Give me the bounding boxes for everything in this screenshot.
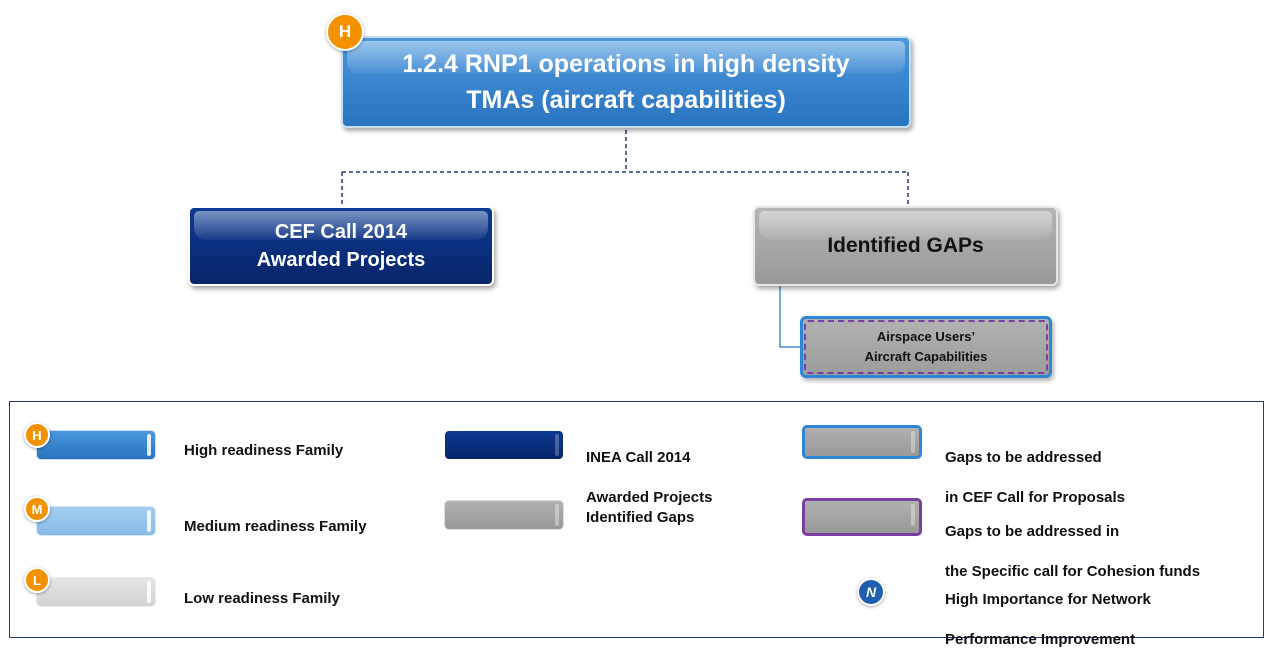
main-title-line1: 1.2.4 RNP1 operations in high density [402,50,850,78]
legend-medium-label: Medium readiness Family [184,518,367,535]
gap-airspace-users[interactable]: Airspace Users’ Aircraft Capabilities [800,316,1052,378]
legend-low-label: Low readiness Family [184,590,340,607]
main-title-line2: TMAs (aircraft capabilities) [466,86,786,114]
legend-identified-swatch [444,500,564,530]
legend-cef-gaps-line2: in CEF Call for Proposals [945,489,1126,506]
high-readiness-badge: H [326,13,364,51]
legend-medium-badge: M [24,496,50,522]
legend-high-swatch [36,430,156,460]
legend-low-badge: L [24,567,50,593]
legend-inea-swatch [444,430,564,460]
legend-panel: H High readiness Family M Medium readine… [9,401,1264,648]
legend-cef-gaps-line1: Gaps to be addressed [945,449,1102,466]
gap-item-line2: Aircraft Capabilities [864,349,988,364]
legend-inea-line1: INEA Call 2014 [586,449,691,466]
legend-cef-gaps-label: Gaps to be addressed in CEF Call for Pro… [945,428,1125,528]
legend-cohesion-gaps-line2: the Specific call for Cohesion funds [945,563,1201,580]
legend-high-badge: H [24,422,50,448]
legend-cohesion-gaps-label: Gaps to be addressed in the Specific cal… [945,502,1200,602]
identified-gaps-node[interactable]: Identified GAPs [753,206,1058,286]
main-family-node[interactable]: 1.2.4 RNP1 operations in high density TM… [341,36,911,128]
legend-cef-gaps-swatch [802,425,922,459]
legend-identified-label: Identified Gaps [586,509,695,526]
legend-network-line1: High Importance for Network [945,591,1151,608]
gaps-node-label: Identified GAPs [827,234,984,257]
network-importance-icon: N [857,578,885,606]
cef-node-line1: CEF Call 2014 [274,221,408,243]
legend-inea-label: INEA Call 2014 Awarded Projects [586,428,712,528]
legend-cohesion-gaps-line1: Gaps to be addressed in [945,523,1120,540]
legend-network-line2: Performance Improvement [945,631,1136,648]
legend-cohesion-gaps-swatch [802,498,922,536]
legend-inea-line2: Awarded Projects [586,489,713,506]
legend-medium-swatch [36,506,156,536]
legend-network-label: High Importance for Network Performance … [945,570,1151,670]
gap-item-line1: Airspace Users’ [876,329,976,344]
cef-node-line2: Awarded Projects [256,249,426,271]
legend-high-label: High readiness Family [184,442,344,459]
connector-lines [341,130,909,348]
cef-awarded-projects-node[interactable]: CEF Call 2014 Awarded Projects [188,206,494,286]
legend-low-swatch [36,577,156,607]
